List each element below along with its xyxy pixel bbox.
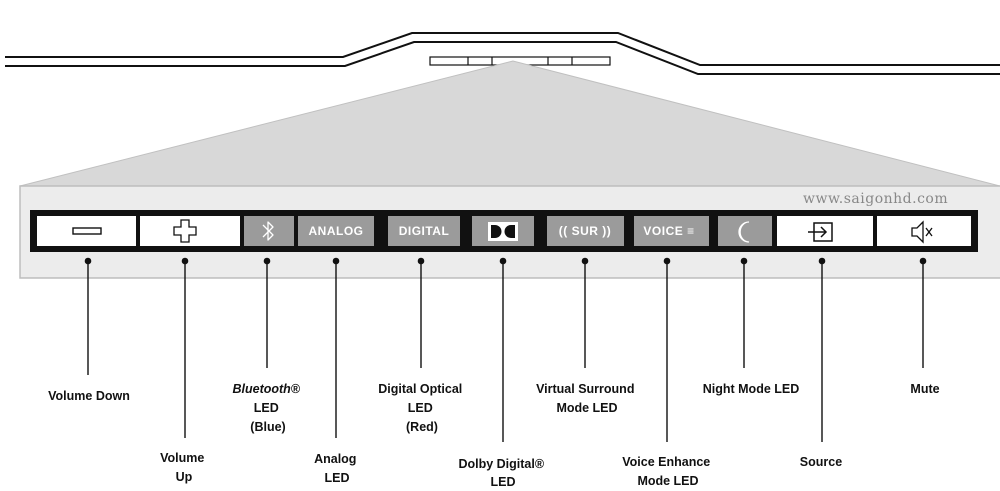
- source-icon: [808, 222, 833, 242]
- digital-led: [388, 216, 460, 246]
- volume-up-button[interactable]: [140, 216, 240, 246]
- dolby-icon: [488, 222, 518, 241]
- label-mute: Mute: [910, 382, 939, 396]
- label-dolby-digital: Dolby Digital® LED: [458, 457, 547, 489]
- zoom-projection: [19, 60, 1000, 187]
- voice-led-text: VOICE ≡: [643, 224, 694, 238]
- surround-led: [547, 216, 624, 246]
- volume-down-button[interactable]: [37, 216, 136, 246]
- label-analog: Analog LED: [314, 452, 360, 485]
- mute-button[interactable]: [877, 216, 971, 246]
- label-virtual-surround: Virtual Surround Mode LED: [536, 382, 638, 415]
- label-volume-down: Volume Down: [48, 389, 130, 403]
- moon-icon: [738, 221, 750, 243]
- plus-icon: [173, 219, 197, 243]
- label-bluetooth: Bluetooth® LED (Blue): [232, 382, 303, 434]
- minus-icon: [72, 227, 102, 235]
- label-digital-optical: Digital Optical LED (Red): [378, 382, 466, 434]
- bluetooth-icon: [262, 221, 274, 241]
- label-voice-enhance: Voice Enhance Mode LED: [622, 455, 713, 488]
- analog-led-text: ANALOG: [309, 224, 364, 238]
- soundbar-outline: [5, 32, 1000, 75]
- watermark-text: www.saigonhd.com: [803, 191, 948, 207]
- label-source: Source: [800, 455, 842, 469]
- label-night-mode: Night Mode LED: [703, 382, 800, 396]
- leader-lines: [87, 261, 924, 442]
- mute-icon: [911, 220, 933, 244]
- voice-led: [634, 216, 709, 246]
- digital-led-text: DIGITAL: [399, 224, 450, 238]
- surround-led-text: (( SUR )): [559, 224, 612, 238]
- leader-dots: [84, 257, 927, 265]
- label-volume-up: Volume Up: [160, 451, 208, 484]
- analog-led: [298, 216, 374, 246]
